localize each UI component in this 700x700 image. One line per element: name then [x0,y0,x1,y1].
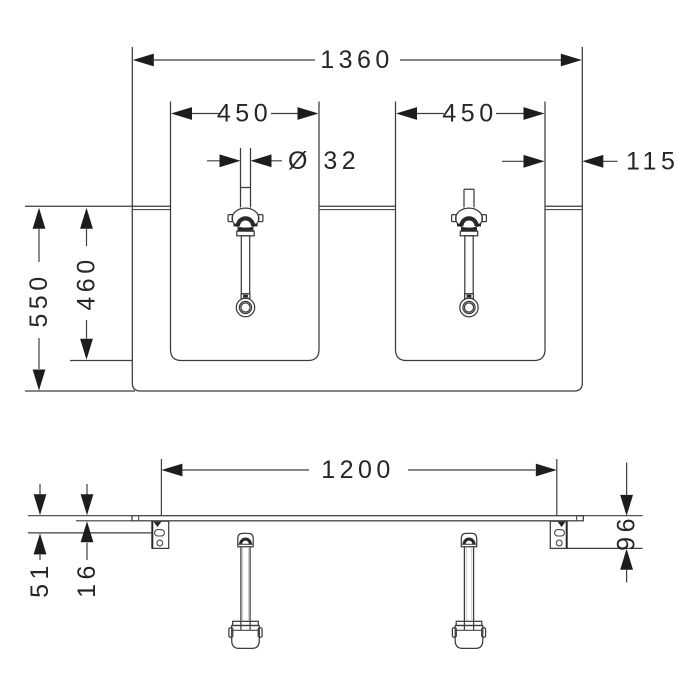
plan-view: 1360 450 450 Ø 32 115 [25,46,679,392]
trap-right [450,531,488,650]
dim-bracket-spacing-label: 1200 [321,456,395,484]
dim-slot-offset: 51 [26,484,54,598]
reference-lines [28,515,643,549]
drain-assembly-left [228,148,263,317]
dim-edge-offset-label: 115 [626,147,679,175]
dim-basin-depth-label: 460 [73,255,101,310]
wall-bracket-left [151,520,170,550]
wall-bracket-right [549,520,568,550]
dim-bracket-drop: 96 [613,462,641,583]
dim-right-basin-width-label: 450 [442,100,497,128]
basin-cutout-left [169,101,320,362]
dim-overall-width: 1360 [132,46,582,74]
dim-bracket-drop-label: 96 [613,514,641,551]
dim-drain-diameter-label: Ø 32 [288,147,360,175]
console-plate [131,515,584,522]
dim-left-basin-width-label: 450 [217,100,272,128]
dim-total-depth-label: 550 [25,272,53,327]
dim-basin-depth: 460 [70,207,133,362]
basin-cutout-right [394,101,546,362]
console-outline [25,47,583,392]
dim-left-basin-width: 450 [171,100,319,128]
dim-overall-width-label: 1360 [320,46,394,74]
dim-bracket-spacing: 1200 [160,456,558,516]
front-view: 1200 51 16 96 [26,456,643,650]
drain-assembly-right [452,188,487,316]
dim-plate-thickness-label: 16 [73,561,101,598]
dim-drain-diameter: Ø 32 [207,147,360,175]
dim-right-basin-width: 450 [396,100,545,128]
dim-plate-thickness: 16 [73,484,101,598]
dim-edge-offset: 115 [502,147,679,175]
dim-slot-offset-label: 51 [26,561,54,598]
dim-total-depth: 550 [25,207,135,392]
trap-left [227,531,264,650]
